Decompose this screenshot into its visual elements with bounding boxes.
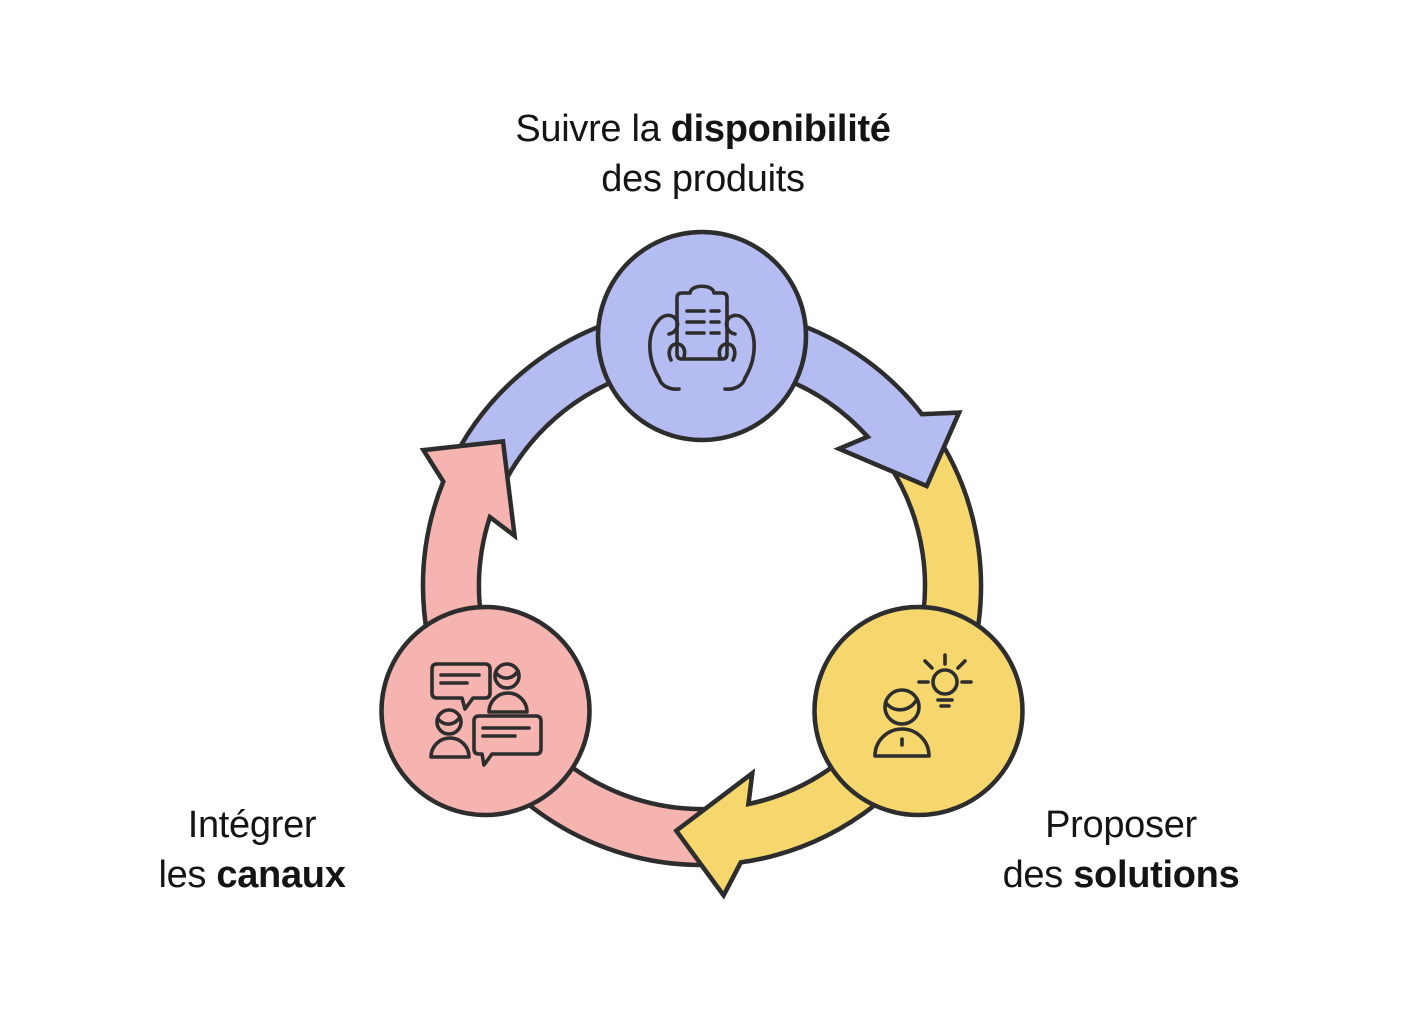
person-lightbulb-idea-icon — [873, 653, 973, 758]
label-text-regular: des — [1002, 854, 1074, 896]
label-channels: Intégrer les canaux — [158, 800, 345, 900]
label-text-regular: Suivre la — [515, 108, 671, 150]
label-channels-line2: les canaux — [158, 850, 345, 900]
label-text-regular: Intégrer — [187, 804, 317, 846]
label-solutions: Proposer des solutions — [1003, 800, 1240, 900]
label-solutions-line1: Proposer — [1003, 800, 1240, 850]
node-availability-circle — [595, 229, 809, 443]
label-availability: Suivre la disponibilité des produits — [515, 104, 891, 204]
label-solutions-line2: des solutions — [1003, 850, 1240, 900]
label-text-regular: les — [158, 854, 217, 896]
label-text-bold: disponibilité — [670, 108, 891, 150]
node-channels-circle — [379, 604, 592, 818]
label-availability-line2: des produits — [515, 154, 890, 204]
label-text-regular: Proposer — [1045, 804, 1197, 846]
label-channels-line1: Intégrer — [158, 800, 345, 850]
label-availability-line1: Suivre la disponibilité — [515, 104, 891, 154]
people-chat-bubbles-icon — [429, 662, 543, 767]
hands-holding-checklist-icon — [648, 284, 756, 391]
label-text-regular: des produits — [601, 158, 805, 200]
label-text-bold: canaux — [216, 854, 346, 896]
label-text-bold: solutions — [1073, 854, 1240, 896]
